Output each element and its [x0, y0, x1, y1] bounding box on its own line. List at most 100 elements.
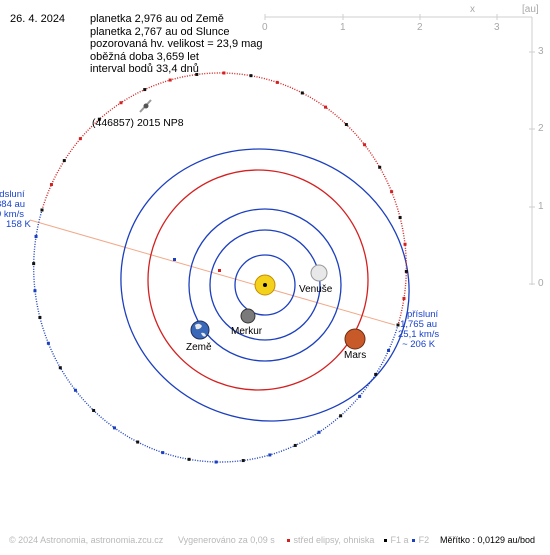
orbit-point	[62, 159, 66, 163]
orbit-point	[293, 443, 297, 447]
ellipse-center-marker	[218, 269, 221, 272]
orbit-point	[363, 143, 367, 147]
orbit-point	[119, 101, 123, 105]
mars-label: Mars	[344, 350, 367, 361]
sun-core	[263, 283, 267, 287]
orbit-point	[143, 88, 147, 92]
perihelion-info: přísluní 1,765 au 25,1 km/s ~ 206 K	[398, 310, 439, 350]
info-block: planetka 2,976 au od Země planetka 2,767…	[90, 13, 263, 76]
orbit-point	[97, 117, 101, 121]
orbit-point	[387, 348, 391, 352]
footer-center-legend: střed elipsy, ohniska	[286, 535, 374, 545]
orbit-point	[404, 269, 408, 273]
x-tick-0: 0	[262, 22, 268, 33]
orbit-point	[344, 123, 348, 127]
info-magnitude: pozorovaná hv. velikost = 23,9 mag	[90, 38, 263, 50]
y-tick-2: 2	[538, 123, 544, 134]
footer-focus-legend: F1 a F2	[383, 535, 429, 545]
earth-icon	[190, 320, 210, 340]
orbit-point	[396, 323, 400, 327]
mercury-label: Merkur	[231, 326, 263, 337]
asteroid-orbit-points	[32, 71, 408, 464]
orbit-point	[339, 414, 343, 418]
aphelion-speed: 9 km/s	[0, 209, 24, 220]
venus-label: Venuše	[299, 284, 333, 295]
aphelion-distance: 884 au	[0, 199, 26, 210]
info-earth-distance: planetka 2,976 au od Země	[90, 13, 224, 25]
orbit-point	[161, 451, 165, 455]
orbit-point	[195, 72, 199, 76]
focus-f2-marker	[173, 258, 176, 261]
aphelion-info: odsluní 884 au 9 km/s 158 K	[0, 190, 31, 230]
date-text: 26. 4. 2024	[10, 13, 66, 25]
orbit-point	[300, 91, 304, 95]
f1-legend-text: F1	[390, 535, 402, 545]
orbit-point	[46, 341, 50, 345]
orbit-point	[403, 242, 407, 246]
perihelion-speed: 25,1 km/s	[398, 329, 440, 340]
perihelion-temperature: ~ 206 K	[402, 339, 436, 350]
perihelion-title: přísluní	[407, 309, 439, 320]
orbit-point	[268, 453, 272, 457]
info-interval: interval bodů 33,4 dnů	[90, 63, 199, 75]
aphelion-temperature: 158 K	[6, 219, 31, 230]
info-sun-distance: planetka 2,767 au od Slunce	[90, 25, 230, 38]
orbit-point	[34, 235, 38, 239]
footer-generated: Vygenerováno za 0,09 s	[178, 535, 275, 545]
a-legend-text: a	[403, 535, 409, 545]
orbit-point	[214, 460, 218, 464]
orbit-point	[78, 137, 82, 141]
orbit-point	[249, 74, 253, 78]
orbit-point	[398, 216, 402, 220]
orbit-point	[222, 71, 226, 75]
mars-orbit	[147, 169, 369, 391]
axis-unit-label: [au]	[522, 4, 539, 15]
info-period: oběžná doba 3,659 let	[90, 50, 199, 63]
orbit-point	[92, 408, 96, 412]
asteroid-orbit-far	[32, 209, 399, 463]
orbit-point	[168, 78, 172, 82]
f1-legend-icon	[384, 539, 387, 543]
y-tick-1: 1	[538, 201, 544, 212]
center-legend-text: střed elipsy, ohniska	[293, 535, 375, 545]
orbit-point	[40, 208, 44, 212]
orbit-point	[374, 372, 378, 376]
earth-label: Země	[186, 342, 212, 353]
orbit-point	[390, 190, 394, 194]
orbit-point	[112, 426, 116, 430]
axis-frame	[264, 14, 535, 285]
date-label: 26. 4. 2024	[10, 13, 65, 26]
asteroid-marker	[139, 99, 152, 113]
orbit-point	[58, 366, 62, 370]
orbit-point	[402, 296, 406, 300]
orbit-point	[317, 430, 321, 434]
venus-orbit	[209, 229, 321, 341]
asteroid-inner-orbit	[120, 148, 410, 422]
asteroid-orbit-near	[41, 72, 408, 326]
footer-scale: Měřítko : 0,0129 au/bod	[440, 535, 536, 545]
y-tick-0: 0	[538, 278, 544, 289]
earth-orbit	[188, 208, 342, 362]
venus-icon	[310, 264, 328, 282]
orbit-point	[38, 315, 42, 319]
y-tick-3: 3	[538, 46, 544, 57]
orbit-point	[32, 262, 36, 266]
footer-copyright: © 2024 Astronomia, astronomia.zcu.cz	[9, 535, 164, 545]
orbit-point	[187, 457, 191, 461]
orbit-point	[324, 105, 328, 109]
orbit-point	[136, 440, 140, 444]
orbit-point	[33, 289, 37, 293]
perihelion-distance: 1,765 au	[400, 319, 438, 330]
center-legend-icon	[287, 539, 290, 543]
x-axis-label: x	[470, 4, 475, 15]
asteroid-label: (446857) 2015 NP8	[92, 117, 184, 129]
orbit-point	[275, 80, 279, 84]
mercury-orbit	[234, 254, 296, 316]
orbit-point	[73, 388, 77, 392]
x-tick-3: 3	[494, 22, 500, 33]
f2-legend-icon	[412, 539, 416, 543]
f2-legend-text: F2	[418, 535, 430, 545]
x-tick-1: 1	[340, 22, 346, 33]
apsides-line	[29, 219, 396, 326]
